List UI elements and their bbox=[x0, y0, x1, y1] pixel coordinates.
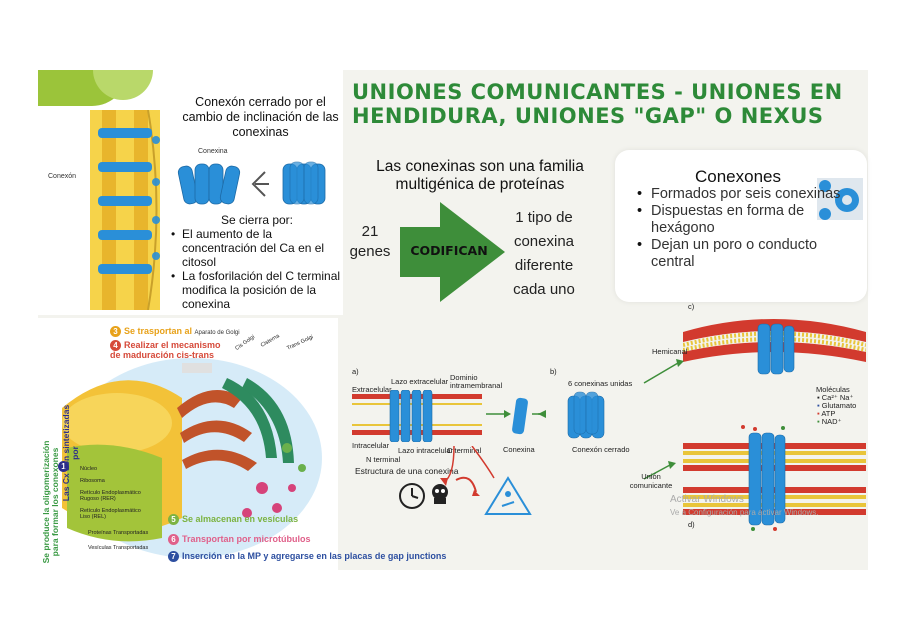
label-b: b) bbox=[550, 367, 557, 376]
molecule-name: Glutamato bbox=[821, 401, 857, 410]
red-arrows bbox=[440, 446, 495, 486]
closing-causes: Se cierra por: El aumento de la concentr… bbox=[171, 213, 343, 311]
nucleo-label: Núcleo bbox=[80, 466, 98, 472]
cell-illustration bbox=[62, 358, 322, 558]
conexones-item: Formados por seis conexinas bbox=[637, 186, 862, 203]
label-a: a) bbox=[352, 367, 359, 376]
closing-cause-item: La fosforilación del C terminal modifica… bbox=[171, 269, 343, 311]
molecule-item: ▪ Glutamato bbox=[817, 401, 857, 410]
conexones-card: Conexones Formados por seis conexinas Di… bbox=[615, 150, 867, 302]
hazard-icons bbox=[399, 476, 532, 515]
step-number: 4 bbox=[110, 340, 121, 351]
intracelular-label: Intracelular bbox=[352, 441, 390, 450]
structure-caption: Estructura de una conexina bbox=[355, 466, 459, 476]
closed-conexon-caption: Conexón cerrado bbox=[572, 445, 630, 454]
lazo-ext-label: Lazo extracelular bbox=[391, 377, 449, 386]
ribosoma-label: Ribosoma bbox=[80, 478, 105, 484]
molecule-item: ▪ ATP bbox=[817, 409, 836, 418]
n-terminal-label: N terminal bbox=[366, 455, 401, 464]
family-statement: Las conexinas son una familia multigénic… bbox=[376, 158, 584, 193]
conexon-label: Conexón bbox=[48, 173, 77, 180]
union-arrow bbox=[643, 461, 676, 480]
windows-watermark-sub: Ve a Configuración para activar Windows. bbox=[670, 508, 819, 517]
dominio-label: Dominio intramembranal bbox=[450, 373, 503, 390]
step-text: Inserción en la MP y agregarse en las pl… bbox=[182, 551, 447, 561]
molecule-item: ▪ Ca²⁺ Na⁺ bbox=[817, 393, 854, 402]
conexina-caption: Conexina bbox=[503, 445, 535, 454]
six-connexins-label: 6 conexinas unidas bbox=[568, 379, 633, 388]
closing-cause-item: El aumento de la concentración del Ca en… bbox=[171, 227, 343, 269]
connexin-type-text: 1 tipo de conexina diferente cada uno bbox=[513, 209, 575, 298]
windows-watermark: Activar Windows bbox=[670, 494, 744, 505]
conexina-label: Conexina bbox=[198, 148, 228, 155]
rel-label: Retículo Endoplasmático Liso (REL) bbox=[80, 508, 141, 520]
codifican-label: CODIFICAN bbox=[410, 243, 488, 258]
step-text: Se almacenan en vesículas bbox=[182, 514, 299, 524]
union-label: Unión comunicante bbox=[629, 472, 673, 490]
extracelular-label: Extracelular bbox=[352, 385, 392, 394]
hemicanal-label: Hemicanal bbox=[652, 347, 688, 356]
page-title: UNIONES COMUNICANTES - UNIONES EN HENDID… bbox=[352, 80, 843, 128]
molecule-name: Ca²⁺ Na⁺ bbox=[821, 393, 854, 402]
connexin-structure-illustration bbox=[352, 390, 482, 442]
step-text: Realizar el mecanismo de maduración cis-… bbox=[110, 340, 221, 360]
label-c: c) bbox=[688, 302, 695, 311]
step-number: 7 bbox=[168, 551, 179, 562]
oligomerization-vertical-text: Se produce la oligomerización para forma… bbox=[41, 440, 60, 564]
c-terminal-label: C terminal bbox=[447, 446, 482, 455]
genes-count: 21 genes bbox=[349, 223, 391, 260]
step-text: Transportan por microtúbulos bbox=[182, 534, 311, 544]
vesicles-label: Vesículas Transportadas bbox=[88, 545, 149, 551]
conexones-heading: Conexones bbox=[695, 167, 782, 186]
step-number: 6 bbox=[168, 534, 179, 545]
arrow-to-connexin bbox=[486, 397, 542, 435]
step-extra: Aparato de Golgi bbox=[194, 330, 240, 336]
conexon-closing-panel: Conexón Conexón cerrado por el cambio de… bbox=[38, 70, 343, 315]
molecule-name: NAD⁺ bbox=[821, 417, 842, 426]
molecules-heading: Moléculas bbox=[816, 385, 850, 394]
hemicanal-illustration bbox=[683, 319, 866, 375]
step-number: 1 bbox=[58, 461, 69, 472]
step-text: Se trasportan al bbox=[124, 326, 193, 336]
molecule-name: ATP bbox=[821, 409, 836, 418]
molecule-item: ▪ NAD⁺ bbox=[817, 417, 842, 426]
closed-conexon-illustration bbox=[538, 391, 605, 439]
synthesis-vertical-text: Las Cx son sintetizadas por bbox=[61, 404, 80, 502]
panel-heading: Conexón cerrado por el cambio de inclina… bbox=[182, 95, 339, 139]
connexin-closing-illustration bbox=[177, 161, 326, 205]
conexones-item: Dejan un poro o conducto central bbox=[637, 237, 862, 271]
closing-causes-heading: Se cierra por: bbox=[220, 213, 294, 227]
conexones-item: Dispuestas en forma de hexágono bbox=[637, 203, 862, 237]
rer-label: Retículo Endoplasmático Rugoso (RER) bbox=[80, 490, 141, 502]
gap-junction-illustration bbox=[683, 425, 866, 531]
codifican-arrow bbox=[400, 202, 505, 302]
step-number: 3 bbox=[110, 326, 121, 337]
step-1: 1 bbox=[58, 461, 72, 472]
step-number: 5 bbox=[168, 514, 179, 525]
hemicanal-arrow bbox=[643, 359, 684, 384]
membrane-illustration bbox=[90, 110, 160, 310]
lazo-int-label: Lazo intracelular bbox=[398, 446, 454, 455]
proteins-label: Proteínas Transportadas bbox=[88, 530, 149, 536]
label-d: d) bbox=[688, 520, 695, 529]
